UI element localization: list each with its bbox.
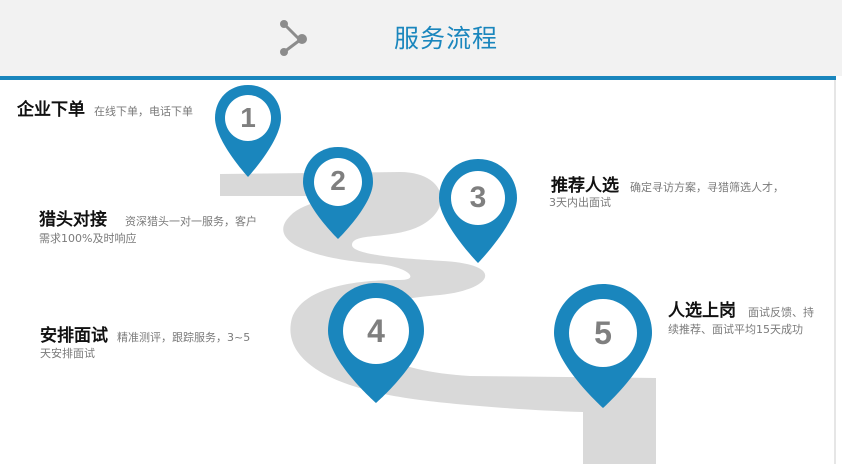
road-path bbox=[220, 172, 656, 464]
step-1-number: 1 bbox=[240, 102, 256, 133]
step-3-desc-line2: 3天内出面试 bbox=[549, 196, 611, 209]
step-5-desc-line2: 续推荐、面试平均15天成功 bbox=[668, 323, 803, 336]
step-5-title: 人选上岗 bbox=[668, 301, 736, 321]
step-1-title: 企业下单 bbox=[17, 100, 85, 120]
step-4-title: 安排面试 bbox=[40, 326, 108, 346]
step-2-title: 猎头对接 bbox=[39, 210, 107, 230]
map-pin-icon bbox=[439, 159, 517, 263]
step-1-desc: 在线下单，电话下单 bbox=[94, 105, 193, 118]
step-2-number: 2 bbox=[330, 165, 346, 196]
step-2-desc-line2: 需求100%及时响应 bbox=[39, 232, 137, 245]
map-pin-icon bbox=[554, 284, 652, 408]
page-title: 服务流程 bbox=[394, 24, 499, 53]
step-4-desc-line2: 天安排面试 bbox=[40, 347, 95, 360]
header-divider bbox=[0, 76, 836, 80]
right-edge-divider bbox=[834, 80, 836, 464]
step-4-pin: 4 bbox=[326, 281, 426, 405]
map-pin-icon bbox=[328, 283, 424, 403]
step-5-number: 5 bbox=[594, 315, 612, 351]
step-3-number: 3 bbox=[469, 181, 487, 214]
step-2-pin: 2 bbox=[301, 145, 375, 241]
step-3-desc-line1: 确定寻访方案，寻猎筛选人才， bbox=[630, 181, 784, 194]
step-1-pin: 1 bbox=[213, 83, 283, 179]
share-icon bbox=[280, 20, 307, 56]
step-5-pin: 5 bbox=[552, 282, 654, 410]
step-4-number: 4 bbox=[367, 313, 385, 349]
step-2-desc-line1: 资深猎头一对一服务，客户 bbox=[125, 215, 257, 228]
map-pin-icon bbox=[303, 147, 373, 239]
header-bar bbox=[0, 0, 842, 76]
step-3-title: 推荐人选 bbox=[551, 176, 619, 196]
map-pin-icon bbox=[215, 85, 281, 177]
step-3-pin: 3 bbox=[437, 157, 519, 265]
step-4-desc-line1: 精准测评，跟踪服务，3~5 bbox=[117, 331, 251, 344]
step-5-desc-line1: 面试反馈、持 bbox=[748, 306, 814, 319]
